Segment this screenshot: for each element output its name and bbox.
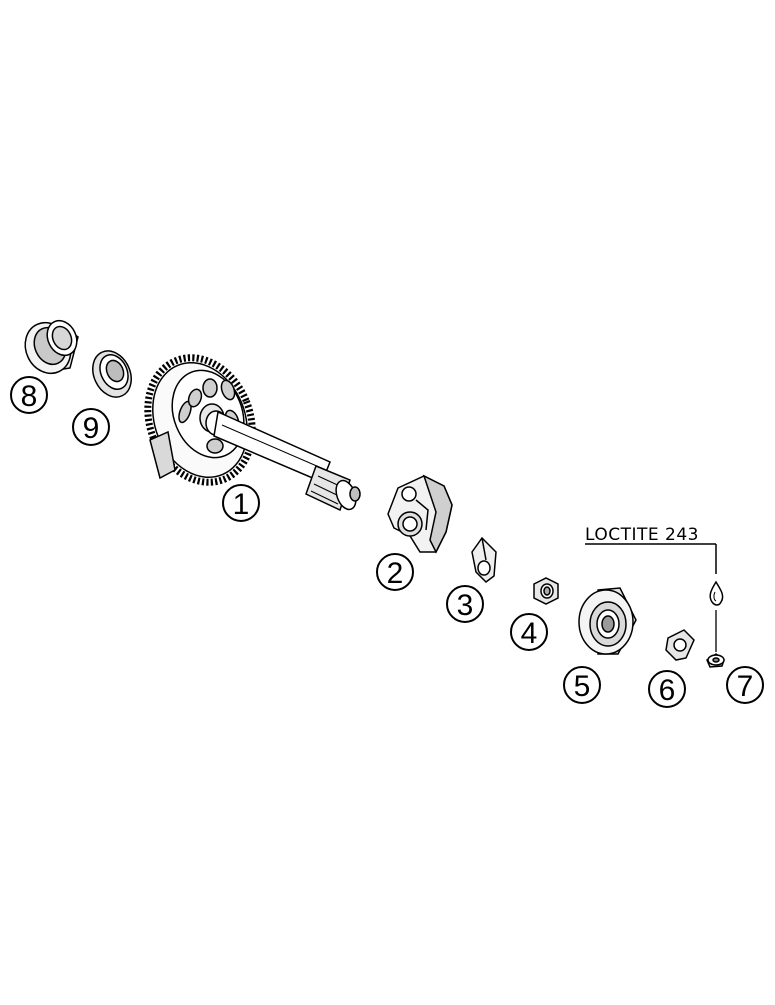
part-8-bearing-ring (24, 319, 79, 375)
callout-label: 7 (737, 670, 754, 703)
callout-7: 7 (726, 666, 764, 704)
callout-label: 6 (659, 674, 676, 707)
loctite-note: LOCTITE 243 (585, 525, 717, 574)
part-9-seal-ring (92, 350, 132, 398)
callout-1: 1 (222, 484, 260, 522)
part-2-lever (387, 474, 453, 554)
callout-6: 6 (648, 670, 686, 708)
callout-3: 3 (446, 585, 484, 623)
callout-4: 4 (510, 613, 548, 651)
part-6-plate-washer (665, 629, 695, 661)
loctite-label: LOCTITE 243 (585, 525, 699, 545)
callout-label: 3 (457, 589, 474, 622)
callout-2: 2 (376, 553, 414, 591)
callout-label: 8 (21, 380, 38, 413)
part-3-lock-plate (471, 536, 497, 583)
callout-8: 8 (10, 376, 48, 414)
part-7-screw (706, 610, 725, 668)
callout-label: 1 (233, 488, 250, 521)
callout-label: 4 (521, 617, 538, 650)
callout-label: 9 (83, 412, 100, 445)
callout-9: 9 (72, 408, 110, 446)
part-1-gear-shaft (144, 354, 361, 512)
part-5-ball-bearing (578, 587, 637, 655)
loctite-drop-icon (709, 580, 724, 606)
callout-label: 5 (574, 670, 591, 703)
callout-label: 2 (387, 557, 404, 590)
part-4-hex-nut (533, 577, 559, 605)
callout-5: 5 (563, 666, 601, 704)
